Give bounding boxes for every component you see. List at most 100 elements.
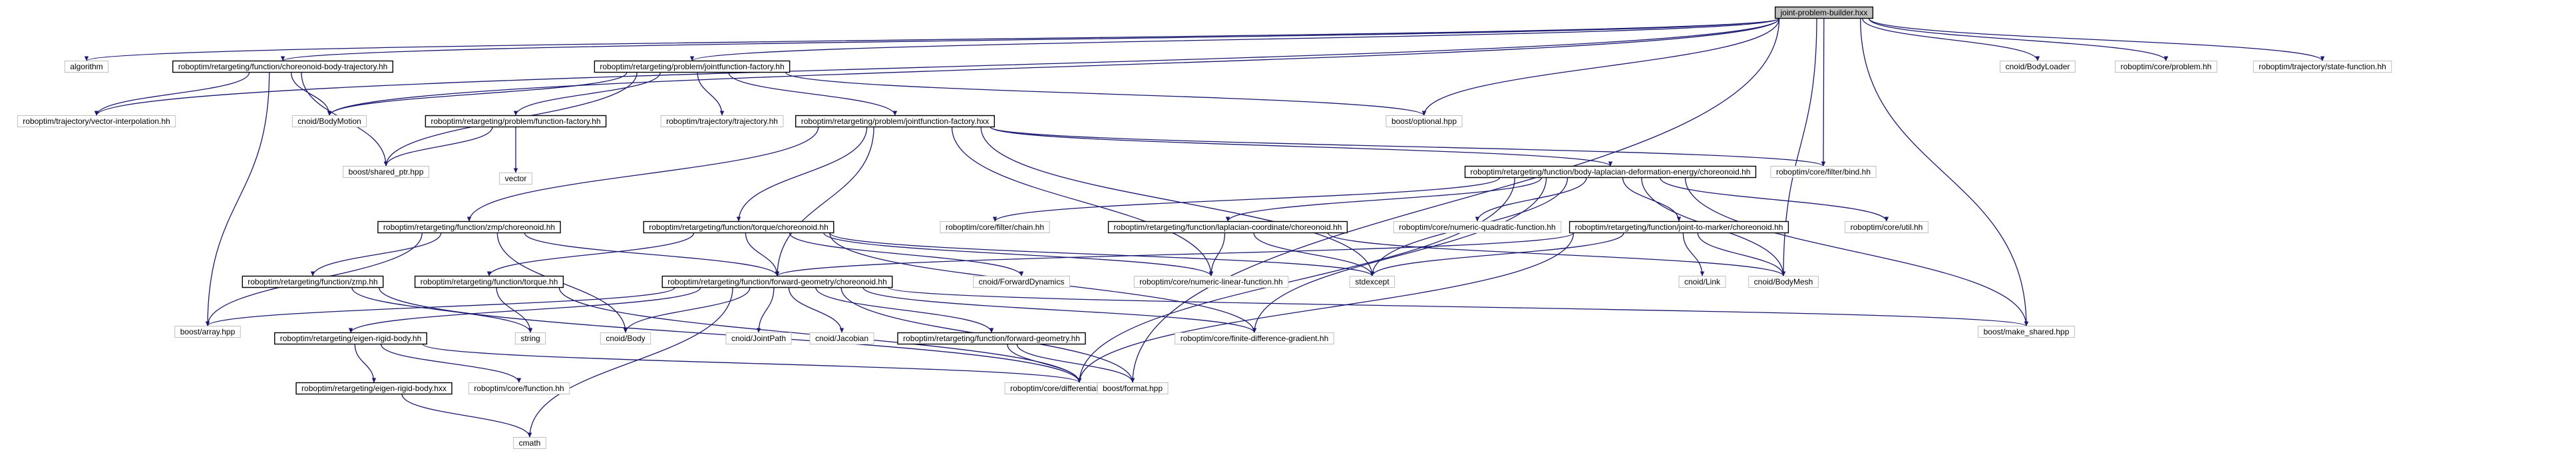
node-format[interactable]: boost/format.hpp: [1097, 382, 1169, 394]
node-stdexcept[interactable]: stdexcept: [1349, 276, 1395, 288]
node-fgc[interactable]: roboptim/retargeting/function/forward-ge…: [661, 275, 893, 288]
node-label: cnoid/Jacobian: [815, 334, 868, 343]
edge-arrowhead: [527, 432, 532, 438]
node-fwdyn[interactable]: cnoid/ForwardDynamics: [973, 276, 1070, 288]
node-chain[interactable]: roboptim/core/filter/chain.hh: [940, 221, 1050, 233]
node-nqf[interactable]: roboptim/core/numeric-quadratic-function…: [1393, 221, 1562, 233]
edge-cbt-to-bodymotion: [290, 72, 330, 116]
node-label: string: [520, 334, 540, 343]
edge-arrowhead: [1781, 271, 1786, 276]
node-algorithm[interactable]: algorithm: [64, 61, 109, 73]
node-blde[interactable]: roboptim/retargeting/function/body-lapla…: [1464, 165, 1757, 179]
node-root[interactable]: joint-problem-builder.hxx: [1774, 6, 1874, 19]
node-box: [2253, 61, 2392, 73]
edge-fgc-to-jacobian: [788, 287, 842, 333]
node-box: [725, 332, 792, 344]
node-torquec[interactable]: roboptim/retargeting/function/torque/cho…: [643, 221, 834, 234]
node-box: [1133, 276, 1289, 288]
node-jffx[interactable]: roboptim/retargeting/problem/jointfuncti…: [795, 115, 995, 128]
edge-erbh-to-corefn: [380, 344, 520, 383]
node-optional[interactable]: boost/optional.hpp: [1385, 115, 1463, 127]
edge-lapc-to-stdexcept: [1253, 232, 1373, 276]
edge-arrowhead: [2163, 56, 2169, 61]
node-erbhxx[interactable]: roboptim/retargeting/eigen-rigid-body.hx…: [295, 382, 453, 395]
node-nlf[interactable]: roboptim/core/numeric-linear-function.hh: [1133, 276, 1289, 288]
node-bodyloader[interactable]: cnoid/BodyLoader: [2000, 61, 2076, 73]
edge-blde-to-j2m: [1622, 177, 1680, 222]
node-fdg[interactable]: roboptim/core/finite-difference-gradient…: [1175, 332, 1334, 344]
edge-arrowhead: [513, 111, 518, 116]
node-link[interactable]: cnoid/Link: [1678, 276, 1726, 288]
node-jff[interactable]: roboptim/retargeting/problem/jointfuncti…: [594, 60, 791, 73]
edge-blde-to-fdg: [1254, 177, 1547, 333]
node-body[interactable]: cnoid/Body: [600, 332, 651, 344]
node-erbh[interactable]: roboptim/retargeting/eigen-rigid-body.hh: [274, 332, 427, 345]
node-label: roboptim/retargeting/function/zmp.hh: [248, 277, 377, 286]
edge-arrowhead: [1019, 271, 1024, 276]
edge-root-to-cbt: [282, 17, 1780, 62]
node-fgh[interactable]: roboptim/retargeting/function/forward-ge…: [897, 332, 1086, 345]
edge-torquec-to-fwdyn: [789, 232, 1022, 276]
node-box: [1097, 382, 1169, 394]
node-fffh[interactable]: roboptim/retargeting/problem/function-fa…: [425, 115, 607, 128]
node-corefn[interactable]: roboptim/core/function.hh: [468, 382, 570, 394]
edge-torquec-to-fgc: [745, 232, 778, 276]
node-cmath[interactable]: cmath: [513, 437, 546, 449]
node-box: [940, 221, 1050, 233]
node-boostarray[interactable]: boost/array.hpp: [174, 326, 241, 338]
node-cbt[interactable]: roboptim/retargeting/function/choreonoid…: [172, 60, 394, 73]
node-makeshared[interactable]: boost/make_shared.hpp: [1978, 326, 2075, 338]
edge-arrowhead: [992, 217, 998, 222]
node-jointpath[interactable]: cnoid/JointPath: [725, 332, 792, 344]
node-box: [1175, 332, 1334, 344]
node-box: [1568, 221, 1789, 234]
edge-jffx-to-nlf: [951, 127, 1212, 276]
edge-arrowhead: [2035, 56, 2040, 61]
node-label: boost/format.hpp: [1103, 384, 1163, 393]
node-vinterp[interactable]: roboptim/trajectory/vector-interpolation…: [17, 115, 176, 127]
node-label: cnoid/BodyLoader: [2006, 62, 2070, 71]
node-box: [291, 115, 367, 127]
edge-jffx-to-blde: [990, 126, 1611, 167]
node-sharedptr[interactable]: boost/shared_ptr.hpp: [343, 166, 429, 178]
edge-root-to-vinterp: [96, 18, 1780, 116]
edge-fgc-to-cmath: [529, 287, 733, 438]
node-bind[interactable]: roboptim/core/filter/bind.hh: [1770, 166, 1877, 178]
node-box: [973, 276, 1070, 288]
node-label: roboptim/retargeting/function/forward-ge…: [903, 334, 1080, 343]
edge-arrowhead: [383, 161, 389, 167]
node-coreutil[interactable]: roboptim/core/util.hh: [1845, 221, 1929, 233]
node-torqueh[interactable]: roboptim/retargeting/function/torque.hh: [414, 275, 564, 288]
node-j2m[interactable]: roboptim/retargeting/function/joint-to-m…: [1568, 221, 1789, 234]
edge-erbh-to-difffn: [422, 343, 1080, 384]
edge-arrowhead: [310, 271, 315, 276]
edge-arrowhead: [839, 328, 844, 333]
node-jacobian[interactable]: cnoid/Jacobian: [809, 332, 874, 344]
edge-jff-to-bodymotion: [329, 72, 628, 116]
node-trajectory[interactable]: roboptim/trajectory/trajectory.hh: [660, 115, 784, 127]
node-zmph[interactable]: roboptim/retargeting/function/zmp.hh: [242, 275, 384, 288]
edge-root-to-algorithm: [86, 17, 1780, 62]
edge-arrowhead: [205, 321, 210, 326]
node-coreproblem[interactable]: roboptim/core/problem.hh: [2115, 61, 2217, 73]
node-vector[interactable]: vector: [499, 173, 532, 185]
node-lapc[interactable]: roboptim/retargeting/function/laplacian-…: [1107, 221, 1348, 234]
node-statefn[interactable]: roboptim/trajectory/state-function.hh: [2253, 61, 2392, 73]
node-box: [514, 332, 546, 344]
edge-fgh-to-format: [1016, 344, 1133, 383]
node-label: roboptim/retargeting/function/forward-ge…: [667, 277, 887, 286]
edge-arrowhead: [989, 328, 994, 333]
node-bodymesh[interactable]: cnoid/BodyMesh: [1748, 276, 1819, 288]
node-string[interactable]: string: [514, 332, 546, 344]
node-label: roboptim/retargeting/function/torque/cho…: [649, 223, 828, 232]
node-zmpc[interactable]: roboptim/retargeting/function/zmp/choreo…: [377, 221, 561, 234]
edge-j2m-to-difffn: [1079, 232, 1574, 383]
edge-j2m-to-fgc: [777, 232, 1574, 277]
edge-arrowhead: [94, 111, 99, 116]
edge-root-to-statefn: [1868, 17, 2323, 62]
edge-arrowhead: [1077, 378, 1082, 383]
edge-arrowhead: [623, 328, 628, 333]
node-bodymotion[interactable]: cnoid/BodyMotion: [291, 115, 367, 127]
node-label: roboptim/core/problem.hh: [2121, 62, 2212, 71]
